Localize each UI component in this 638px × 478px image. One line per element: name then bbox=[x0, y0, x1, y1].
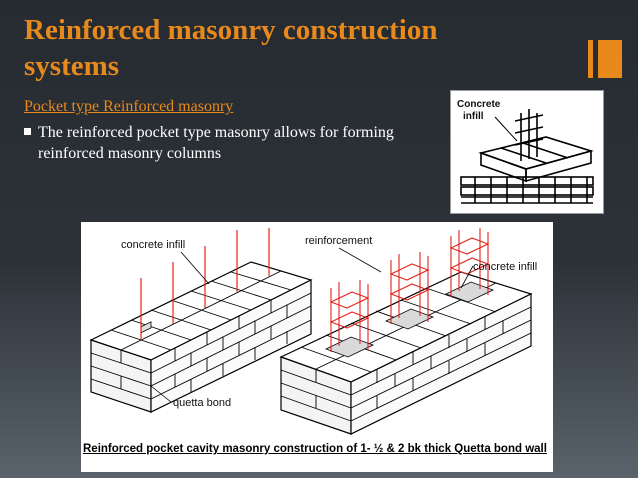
diagram-label-infill: infill bbox=[463, 111, 484, 122]
bullet-text: The reinforced pocket type masonry allow… bbox=[38, 124, 394, 162]
label-concrete-infill-right: concrete infill bbox=[473, 261, 537, 273]
label-reinforcement: reinforcement bbox=[305, 235, 372, 247]
section-subheading: Pocket type Reinforced masonry bbox=[24, 98, 234, 115]
slide-title: Reinforced masonry construction systems bbox=[24, 14, 438, 82]
bullet-item: The reinforced pocket type masonry allow… bbox=[24, 122, 444, 164]
bullet-square-icon bbox=[24, 128, 31, 135]
diagram-label-concrete: Concrete bbox=[457, 99, 501, 110]
title-accent-bar-thin bbox=[588, 40, 593, 78]
label-quetta-bond: quetta bond bbox=[173, 397, 231, 409]
label-concrete-infill-left: concrete infill bbox=[121, 239, 185, 251]
title-accent-bar-thick bbox=[598, 40, 622, 78]
quetta-bond-wall-diagram: concrete infill reinforcement concrete i… bbox=[81, 222, 553, 472]
figure-caption: Reinforced pocket cavity masonry constru… bbox=[83, 443, 547, 455]
concrete-infill-diagram: Concrete infill bbox=[450, 90, 604, 214]
